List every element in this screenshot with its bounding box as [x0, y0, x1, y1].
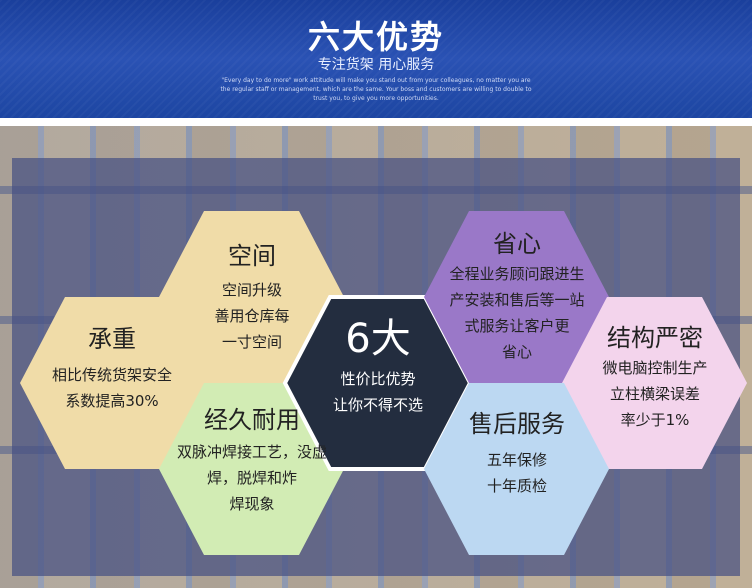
hex-save-title: 省心: [493, 230, 541, 258]
hex-durable-line: 焊，脱焊和炸: [206, 469, 297, 487]
hex-structure-title: 结构严密: [607, 324, 703, 352]
page-subtitle: 专注货架 用心服务: [317, 57, 435, 73]
hex-structure: [562, 297, 747, 469]
hex-save-line: 省心: [501, 343, 532, 361]
hex-load-title: 承重: [88, 325, 136, 353]
hex-load-line: 相比传统货架安全: [51, 366, 172, 384]
hex-space: [159, 211, 344, 383]
hex-save-line: 产安装和售后等一站: [449, 291, 585, 309]
hex-load-label: 承重 相比传统货架安全 系数提高30%: [22, 319, 202, 414]
hex-save: [424, 211, 609, 383]
hex-load: [20, 297, 205, 469]
hex-durable-title: 经久耐用: [204, 406, 300, 434]
hex-space-label: 空间 空间升级 善用仓库每 一寸空间: [174, 236, 330, 355]
hex-durable-label: 经久耐用 双脉冲焊接工艺，没虚 焊，脱焊和炸 焊现象: [149, 400, 355, 517]
hex-durable-line: 双脉冲焊接工艺，没虚: [176, 443, 327, 461]
hex-space-line: 空间升级: [221, 281, 282, 299]
hex-space-line: 一寸空间: [221, 333, 282, 351]
hex-structure-line: 立柱横梁误差: [609, 385, 700, 403]
hex-aftersale-label: 售后服务 五年保修 十年质检: [436, 404, 598, 499]
hex-durable: [159, 383, 344, 555]
hex-load-line: 系数提高30%: [65, 392, 159, 410]
header-banner: 六大优势 专注货架 用心服务 "Every day to do more" wo…: [0, 0, 752, 118]
banner-texture: [0, 0, 752, 118]
hex-center-line: 性价比优势: [340, 370, 416, 388]
hex-structure-line: 率少于1%: [620, 411, 690, 429]
hex-aftersale: [424, 383, 609, 555]
hex-aftersale-line: 五年保修: [486, 451, 547, 469]
tagline: "Every day to do more" work attitude wil…: [220, 77, 532, 102]
hex-save-label: 省心 全程业务顾问跟进生 产安装和售后等一站 式服务让客户更 省心: [424, 224, 610, 365]
page-title: 六大优势: [307, 18, 444, 56]
hex-aftersale-title: 售后服务: [469, 410, 565, 438]
hex-center-label: 6大 性价比优势 让你不得不选: [300, 306, 456, 418]
hex-center-line: 让你不得不选: [332, 396, 423, 414]
hex-structure-label: 结构严密 微电脑控制生产 立柱横梁误差 率少于1%: [572, 318, 738, 433]
hex-save-line: 全程业务顾问跟进生: [449, 265, 585, 283]
hex-save-line: 式服务让客户更: [464, 317, 570, 335]
hex-space-line: 善用仓库每: [214, 307, 290, 325]
hex-structure-line: 微电脑控制生产: [602, 359, 708, 377]
hex-space-title: 空间: [228, 242, 276, 270]
hex-durable-line: 焊现象: [229, 495, 275, 513]
hex-center-title: 6大: [345, 316, 411, 362]
hex-aftersale-line: 十年质检: [486, 477, 547, 495]
